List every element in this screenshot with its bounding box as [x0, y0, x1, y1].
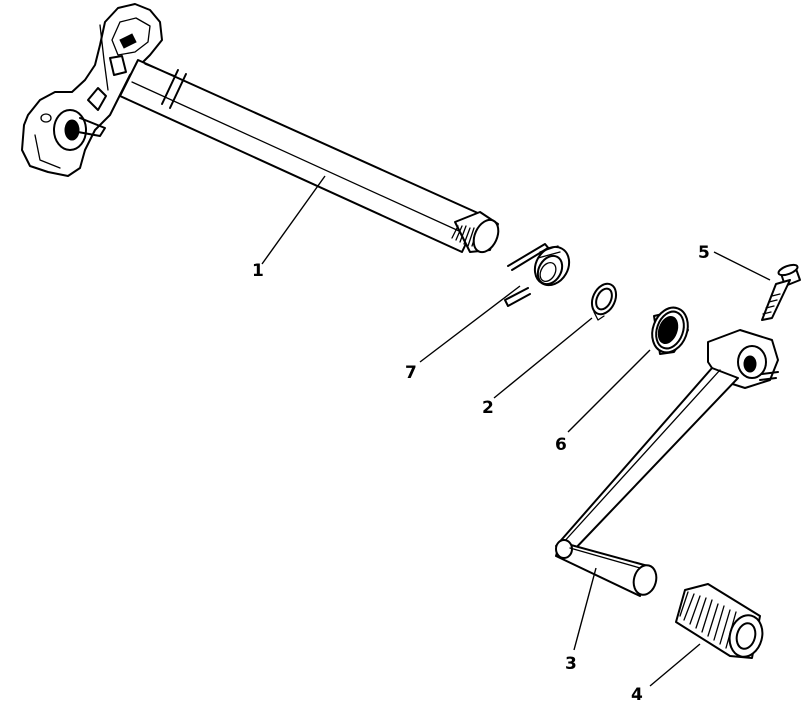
callout-labels: 1 7 2 6 5 3 4 [252, 243, 710, 705]
leader-7 [419, 285, 521, 363]
callout-4: 4 [631, 685, 643, 705]
leader-3 [573, 567, 597, 651]
part-7-torsion-spring [504, 243, 571, 307]
leader-1 [261, 175, 326, 265]
part-4-pedal-rubber [675, 583, 764, 659]
part-6-oil-seal [651, 306, 689, 355]
part-1-shift-shaft [21, 3, 500, 254]
leader-2 [493, 317, 593, 399]
leader-6 [567, 349, 651, 433]
callout-1: 1 [252, 261, 264, 281]
callout-5: 5 [698, 243, 710, 263]
callout-2: 2 [482, 398, 494, 418]
callout-7: 7 [405, 363, 417, 383]
leader-5 [713, 251, 771, 281]
callout-3: 3 [565, 654, 577, 674]
leader-4 [649, 643, 701, 687]
part-3-shift-pedal [555, 329, 779, 597]
leader-lines [261, 175, 771, 687]
part-5-bolt [761, 263, 801, 321]
callout-6: 6 [555, 435, 567, 455]
part-2-circlip [590, 282, 618, 321]
